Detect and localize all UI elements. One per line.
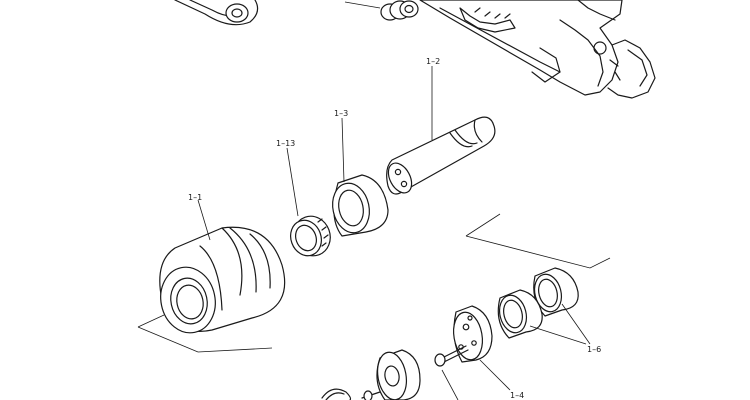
top-nut-part [344, 0, 419, 21]
callout-outer-bushing: 1–3 [334, 109, 348, 118]
bushing-pair-part [497, 267, 591, 345]
outer-bushing-part [332, 117, 389, 237]
pin-part [386, 66, 496, 195]
end-plate-part [452, 305, 511, 391]
seal-ring-part [286, 147, 331, 257]
track-frame-part [419, 0, 656, 99]
callout-roller: 1–1 [188, 193, 202, 202]
callout-bushing-pair: 1–6 [587, 345, 601, 354]
track-roller-part [137, 199, 286, 353]
callout-end-plate: 1–4 [510, 391, 524, 400]
track-link-part [174, 0, 259, 26]
lower-fastener-part [321, 388, 381, 400]
callout-pin: 1–2 [426, 57, 440, 66]
callout-seal-ring: 1–13 [276, 139, 295, 148]
lower-cap-part [376, 349, 421, 400]
bolt-part [434, 345, 469, 400]
reference-bracket [465, 213, 611, 269]
